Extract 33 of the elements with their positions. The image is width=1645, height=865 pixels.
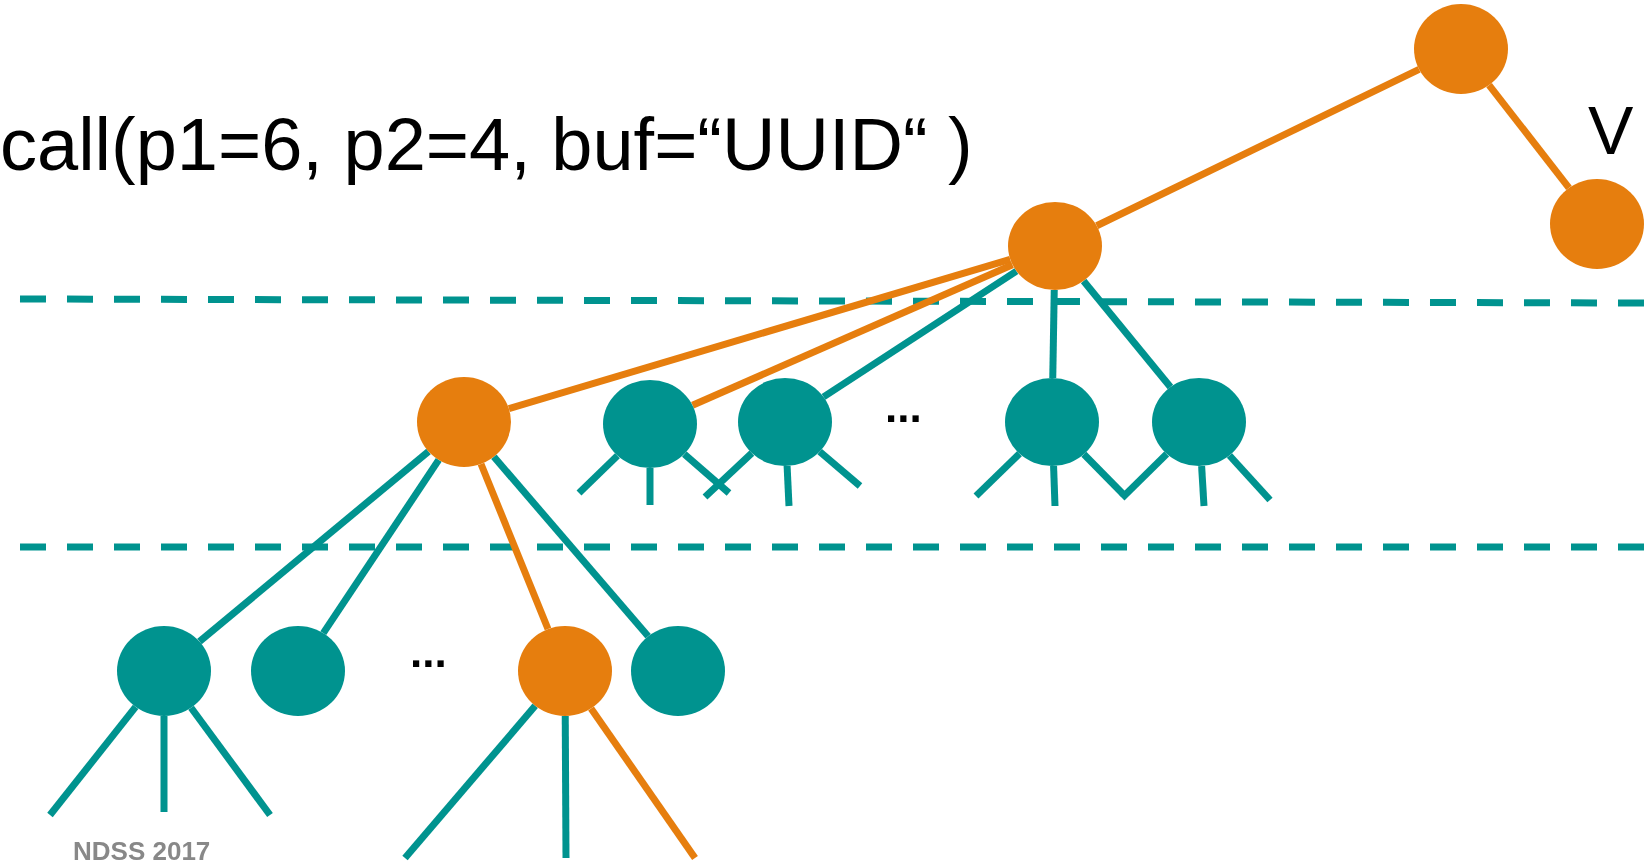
tree-edge (1049, 289, 1058, 379)
tree-edge (691, 261, 1014, 409)
tree-edge (561, 715, 570, 859)
tree-edge (197, 448, 431, 645)
tree-edge (1050, 465, 1059, 507)
tree-edge (1198, 465, 1208, 507)
tree-node (603, 380, 697, 468)
tree-edge (1095, 66, 1421, 229)
tree-edge (783, 465, 793, 507)
tree-edge (821, 268, 1019, 400)
text-label: NDSS 2017 (73, 838, 211, 864)
tree-edge (576, 453, 620, 496)
tree-edge (47, 704, 139, 818)
text-label: V (1588, 96, 1634, 164)
tree-edge (1119, 451, 1170, 501)
tree-edge (491, 454, 651, 639)
tree-edge (1081, 451, 1126, 497)
tree-edge (973, 451, 1022, 499)
tree-edge (682, 451, 732, 496)
tree-edge (702, 450, 755, 500)
tree-edge (477, 462, 552, 631)
text-label: ... (885, 385, 922, 429)
tree-edge (817, 449, 863, 489)
tree-edge (1226, 453, 1273, 503)
tree-edge (320, 458, 442, 635)
tree-edge (1080, 278, 1174, 390)
tree-edge (1486, 82, 1572, 191)
text-label: ... (410, 630, 447, 674)
tree-edge (507, 256, 1012, 412)
tree-edge (588, 706, 698, 860)
tree-node (738, 378, 832, 466)
tree-edge (188, 705, 273, 818)
tree-edge (402, 703, 538, 861)
